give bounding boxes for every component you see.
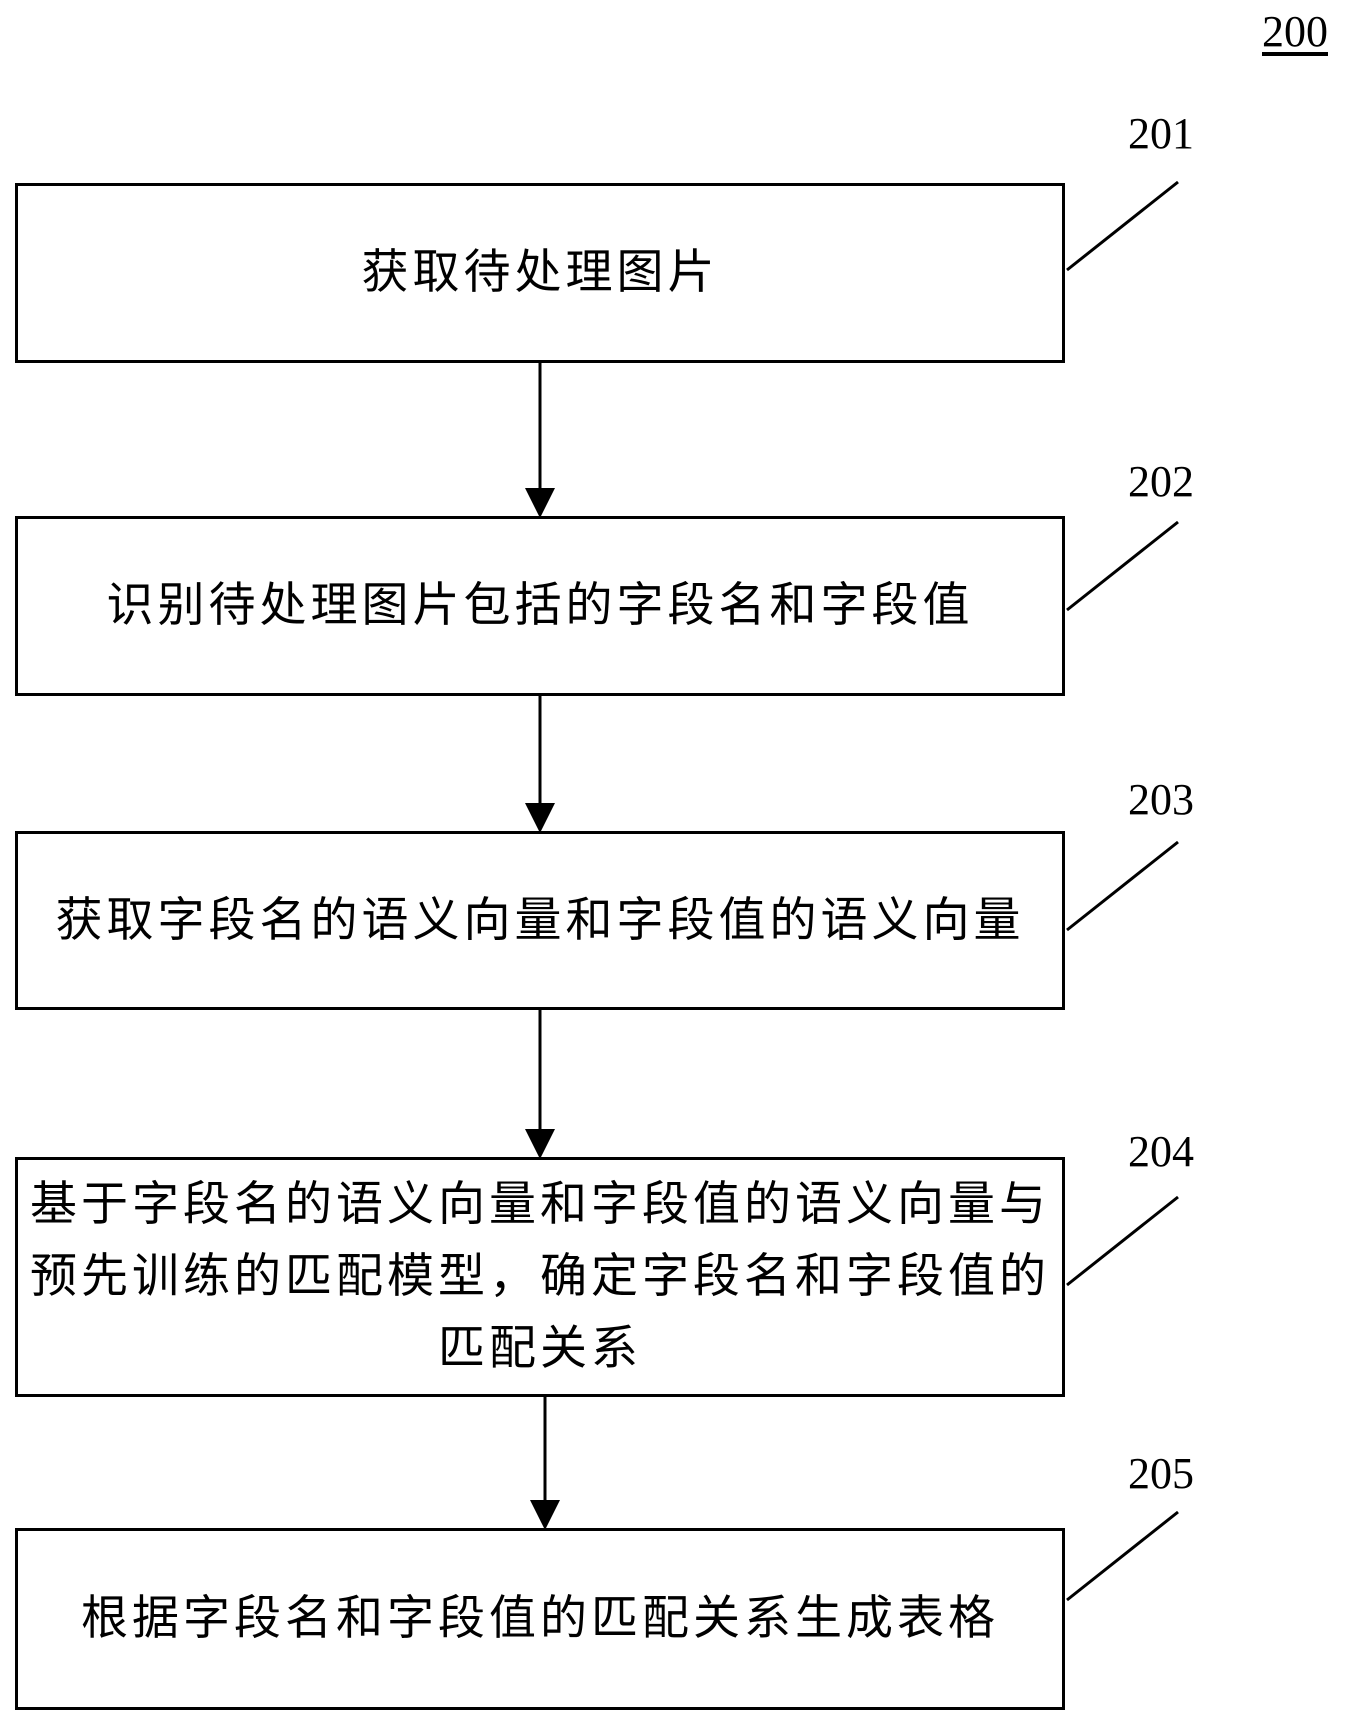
leader-line-201 bbox=[1066, 180, 1179, 272]
step-text-201: 获取待处理图片 bbox=[361, 245, 719, 300]
step-text-205: 根据字段名和字段值的匹配关系生成表格 bbox=[81, 1591, 999, 1646]
step-text-204: 基于字段名的语义向量和字段值的语义向量与预先训练的匹配模型，确定字段名和字段值的… bbox=[30, 1177, 1050, 1376]
ref-number-203: 203 bbox=[1128, 775, 1194, 824]
ref-number-202: 202 bbox=[1128, 457, 1194, 506]
ref-number-204: 204 bbox=[1128, 1127, 1194, 1176]
leader-line-202 bbox=[1066, 520, 1179, 612]
step-text-202: 识别待处理图片包括的字段名和字段值 bbox=[106, 578, 974, 633]
leader-line-203 bbox=[1066, 840, 1179, 932]
step-text-203: 获取字段名的语义向量和字段值的语义向量 bbox=[55, 892, 1025, 948]
leader-line-205 bbox=[1066, 1510, 1179, 1602]
ref-number-205: 205 bbox=[1128, 1449, 1194, 1498]
step-box-201: 获取待处理图片 bbox=[15, 183, 1065, 363]
ref-number-201: 201 bbox=[1128, 109, 1194, 158]
step-box-204: 基于字段名的语义向量和字段值的语义向量与预先训练的匹配模型，确定字段名和字段值的… bbox=[15, 1157, 1065, 1397]
step-box-205: 根据字段名和字段值的匹配关系生成表格 bbox=[15, 1528, 1065, 1710]
figure-number: 200 bbox=[1262, 7, 1328, 56]
leader-line-204 bbox=[1066, 1195, 1179, 1287]
step-box-202: 识别待处理图片包括的字段名和字段值 bbox=[15, 516, 1065, 696]
step-box-203: 获取字段名的语义向量和字段值的语义向量 bbox=[15, 831, 1065, 1010]
